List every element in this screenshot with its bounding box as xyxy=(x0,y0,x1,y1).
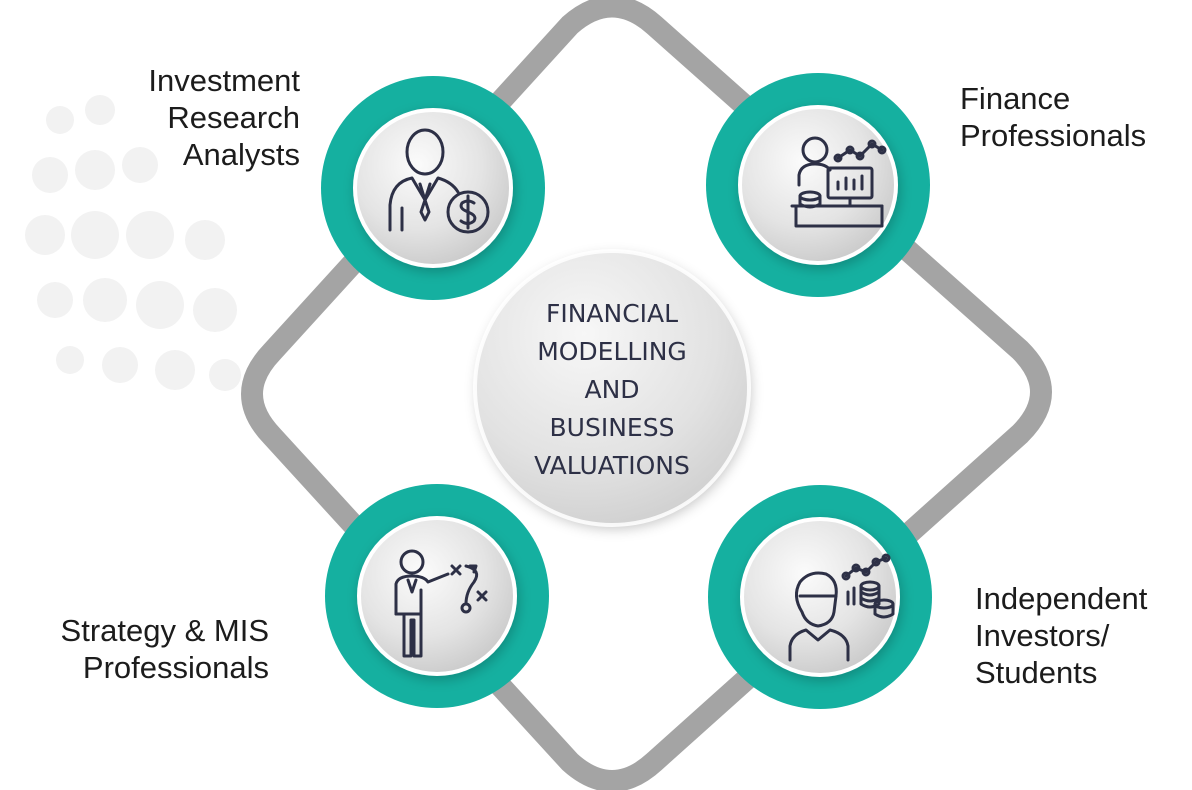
label-line: Analysts xyxy=(182,137,300,172)
node-finance[interactable] xyxy=(706,73,930,297)
label-independent-investors-students: Independent Investors/ Students xyxy=(975,580,1190,691)
label-line: Independent xyxy=(975,581,1148,616)
center-title-line: VALUATIONS xyxy=(534,451,690,480)
label-line: Students xyxy=(975,655,1098,690)
label-line: Investment xyxy=(148,63,300,98)
label-line: Professionals xyxy=(82,650,269,685)
investor-coins-icon xyxy=(788,553,895,662)
center-title-line: BUSINESS xyxy=(549,413,675,442)
finance-desk-chart-icon xyxy=(790,136,887,228)
node-strategy[interactable] xyxy=(325,484,549,708)
strategy-presenter-icon xyxy=(394,549,488,658)
center-title-line: FINANCIAL xyxy=(545,299,679,328)
center-title: FINANCIAL MODELLING AND BUSINESS VALUATI… xyxy=(482,280,742,500)
node-independent[interactable] xyxy=(708,485,932,709)
label-finance-professionals: Finance Professionals xyxy=(960,80,1190,154)
analyst-dollar-icon xyxy=(388,128,490,234)
label-line: Investors/ xyxy=(975,618,1110,653)
label-investment-research-analysts: Investment Research Analysts xyxy=(60,62,300,173)
node-investment[interactable] xyxy=(321,76,545,300)
label-line: Finance xyxy=(960,81,1071,116)
center-title-line: MODELLING xyxy=(537,337,687,366)
label-line: Professionals xyxy=(960,118,1147,153)
diamond-track xyxy=(241,0,1052,790)
watermark-dots xyxy=(25,95,241,391)
label-strategy-mis-professionals: Strategy & MIS Professionals xyxy=(4,612,269,686)
label-line: Research xyxy=(167,100,300,135)
center-title-line: AND xyxy=(584,375,640,404)
label-line: Strategy & MIS xyxy=(60,613,269,648)
center-circle xyxy=(473,249,751,527)
